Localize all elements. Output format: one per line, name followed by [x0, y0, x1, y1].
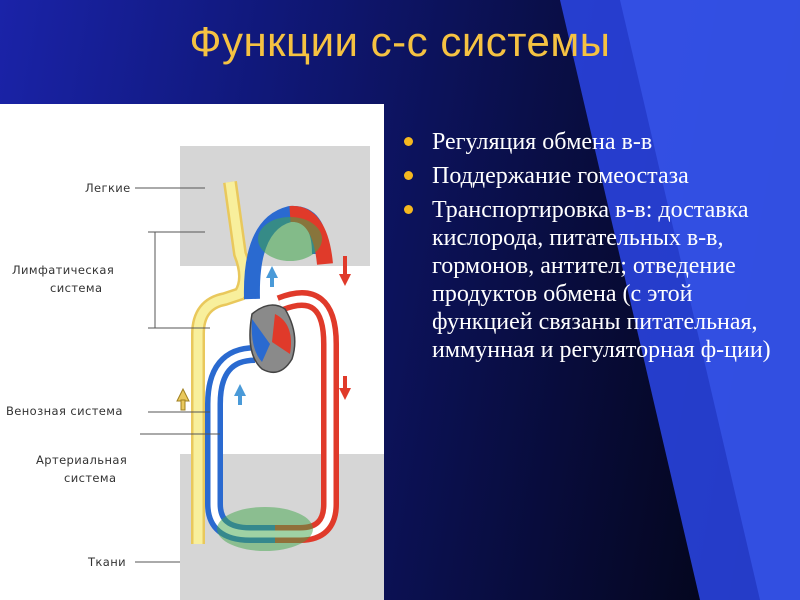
label-lymph-1: Лимфатическая — [12, 263, 114, 277]
list-item-text: Регуляция обмена в-в — [432, 129, 653, 155]
list-item: Регуляция обмена в-в — [402, 128, 792, 156]
list-item: Поддержание гомеостаза — [402, 162, 792, 190]
function-list: Регуляция обмена в-в Поддержание гомеост… — [402, 128, 792, 370]
list-item-text: Поддержание гомеостаза — [432, 163, 689, 189]
heart-right — [251, 319, 270, 362]
flow-arrows-yellow — [176, 387, 190, 411]
leader-lines — [135, 187, 220, 563]
list-item-text: Транспортировка в-в: доставка кислорода,… — [432, 197, 771, 363]
flow-arrows-red — [339, 256, 351, 400]
label-lymph-2: система — [50, 281, 102, 295]
bullet-dot-icon — [404, 205, 413, 214]
tissue-capillary-bed — [217, 507, 313, 551]
list-item: Транспортировка в-в: доставка кислорода,… — [402, 196, 792, 364]
label-tissues: Ткани — [87, 555, 126, 569]
flow-arrows — [234, 266, 278, 405]
artery-loop-inner — [275, 295, 334, 538]
label-arterial-2: система — [64, 471, 116, 485]
bullet-dot-icon — [404, 171, 413, 180]
circulatory-diagram: Легкие Лимфатическая система Венозная си… — [0, 104, 384, 600]
arrow-down-icon — [339, 388, 351, 400]
heart-left — [272, 314, 291, 354]
bullet-dot-icon — [404, 137, 413, 146]
slide-title: Функции с-с системы — [189, 18, 611, 65]
arrow-down-icon — [339, 274, 351, 286]
arrow-up-icon — [266, 266, 278, 278]
arrow-up-icon — [176, 387, 190, 402]
circulatory-diagram-svg: Легкие Лимфатическая система Венозная си… — [6, 146, 384, 600]
label-arterial-1: Артериальная — [36, 453, 127, 467]
lung-capillary-bed — [258, 217, 322, 261]
label-venous: Венозная система — [6, 404, 123, 418]
lymph-vessel-inner — [193, 181, 250, 544]
label-lungs: Легкие — [85, 181, 131, 195]
arrow-up-icon — [234, 384, 246, 396]
